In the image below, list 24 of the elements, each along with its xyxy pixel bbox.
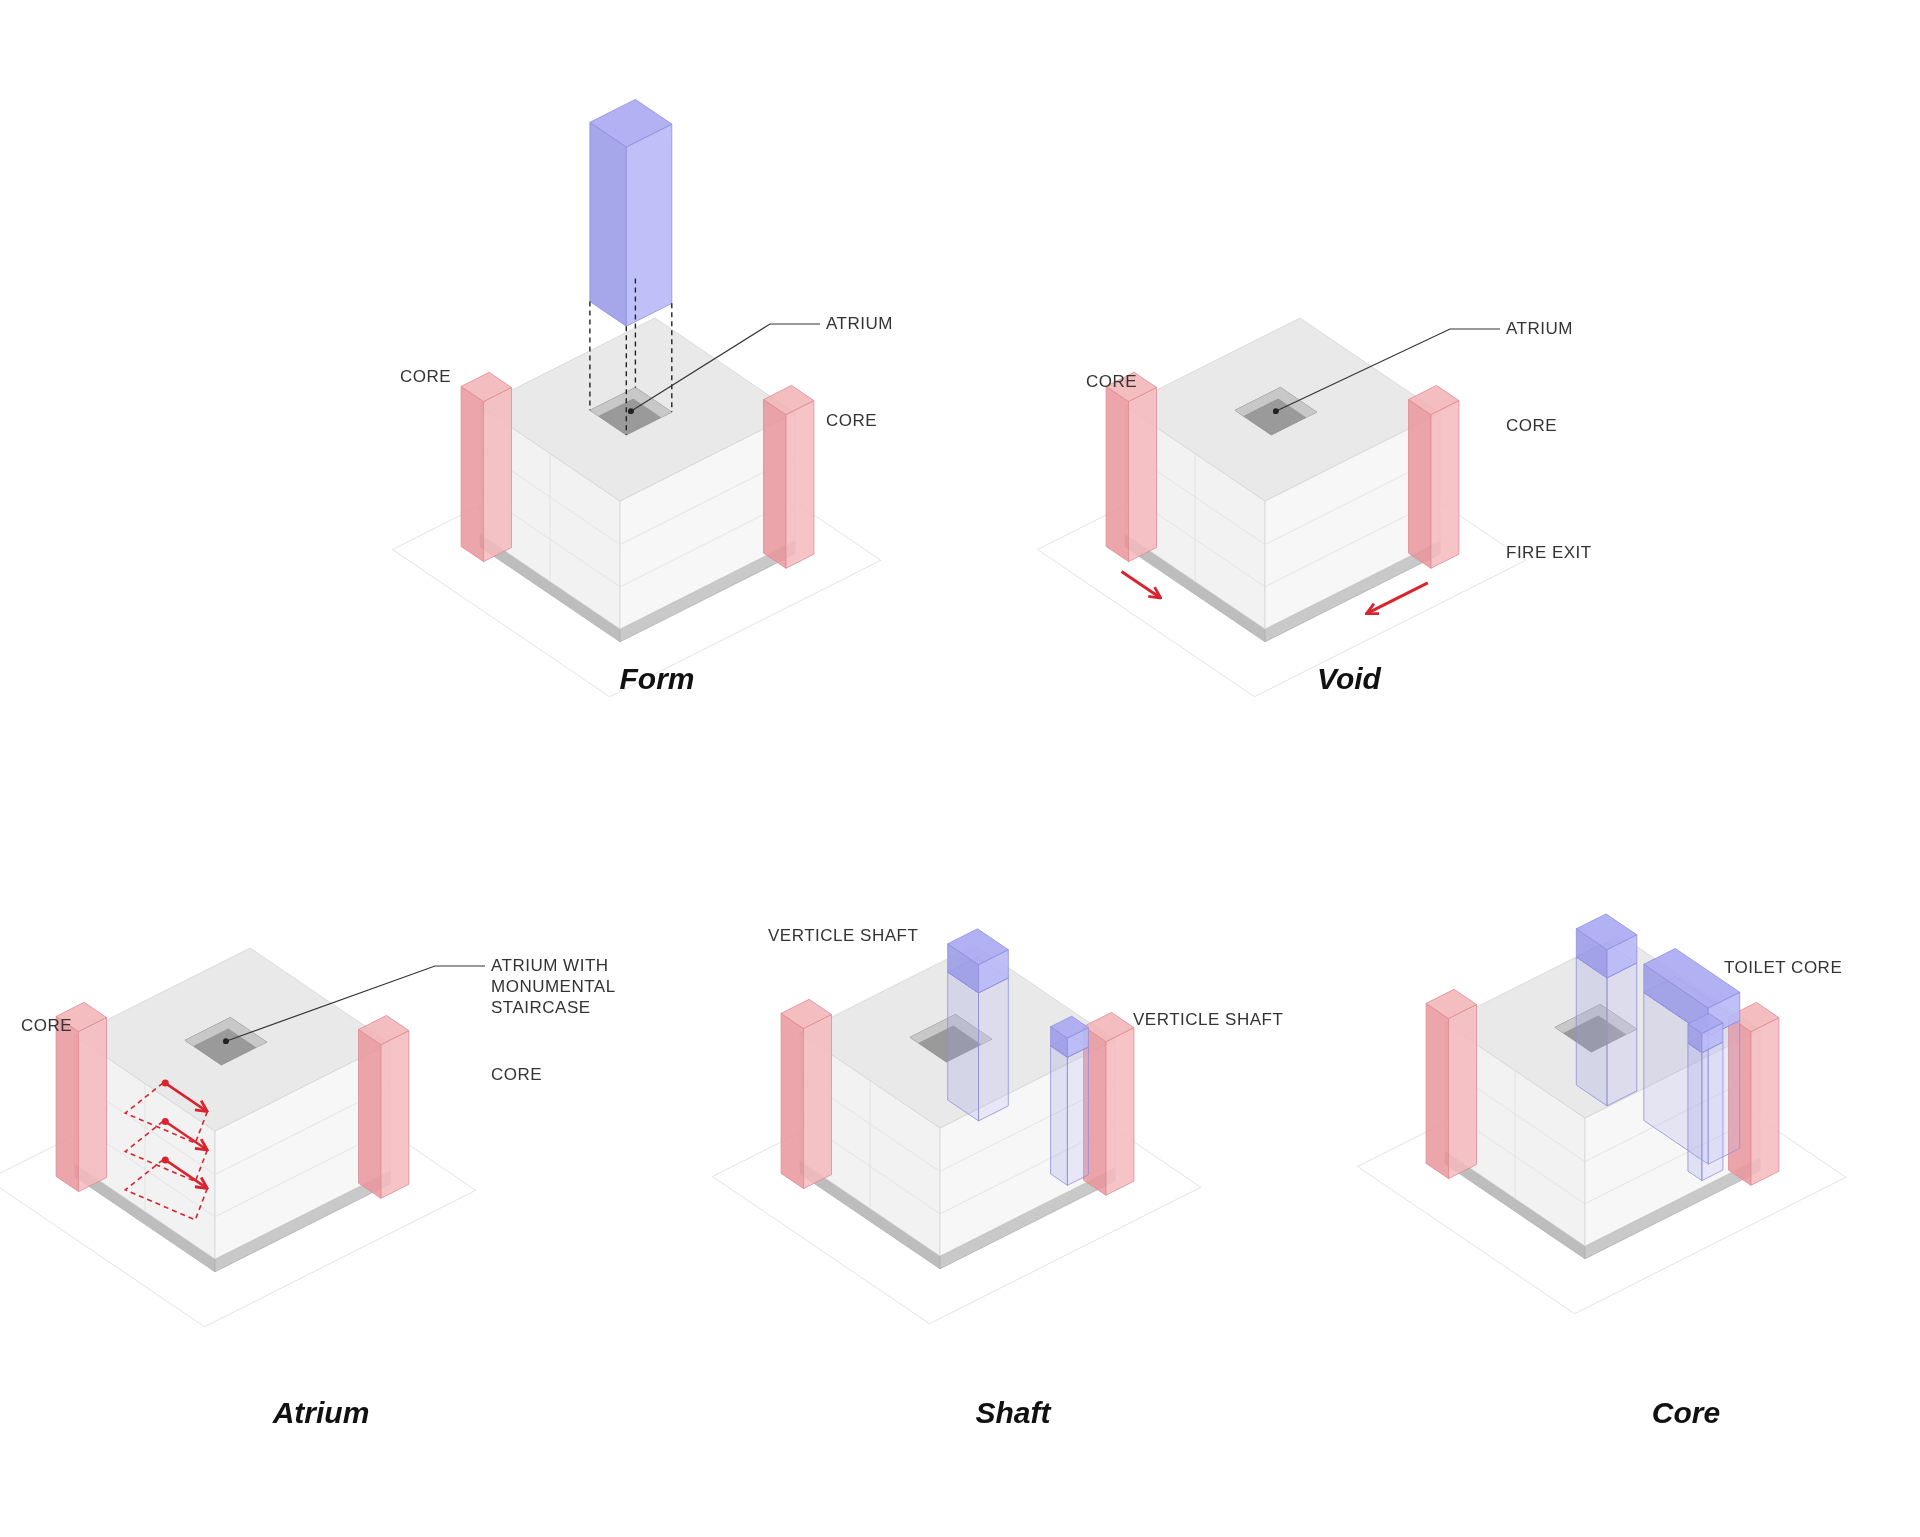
part-label: FIRE EXIT [1506, 542, 1592, 563]
callout-label: ATRIUM WITH MONUMENTAL STAIRCASE [491, 955, 661, 1018]
callout-label: ATRIUM [1506, 318, 1573, 339]
part-label: CORE [1506, 415, 1558, 436]
part-label: CORE [400, 366, 452, 387]
leader-line [222, 965, 486, 1045]
part-label: TOILET CORE [1724, 957, 1843, 978]
callout-label: ATRIUM [826, 313, 893, 334]
panel-title: Atrium [271, 1396, 371, 1430]
atrium-opening [184, 1017, 268, 1066]
atrium-opening [589, 387, 673, 436]
panel-title: Form [618, 662, 696, 696]
part-label: CORE [826, 410, 878, 431]
part-label: CORE [1086, 371, 1138, 392]
part-label: CORE [491, 1064, 543, 1085]
part-label: VERTICLE SHAFT [768, 925, 919, 946]
panel-title: Shaft [974, 1396, 1053, 1430]
leader-line [627, 323, 821, 415]
atrium-opening [1234, 387, 1318, 436]
part-label: VERTICLE SHAFT [1133, 1009, 1284, 1030]
part-label: CORE [21, 1015, 73, 1036]
leader-line [1272, 328, 1501, 415]
panel-title: Core [1650, 1396, 1722, 1430]
panel-title: Void [1316, 662, 1383, 696]
